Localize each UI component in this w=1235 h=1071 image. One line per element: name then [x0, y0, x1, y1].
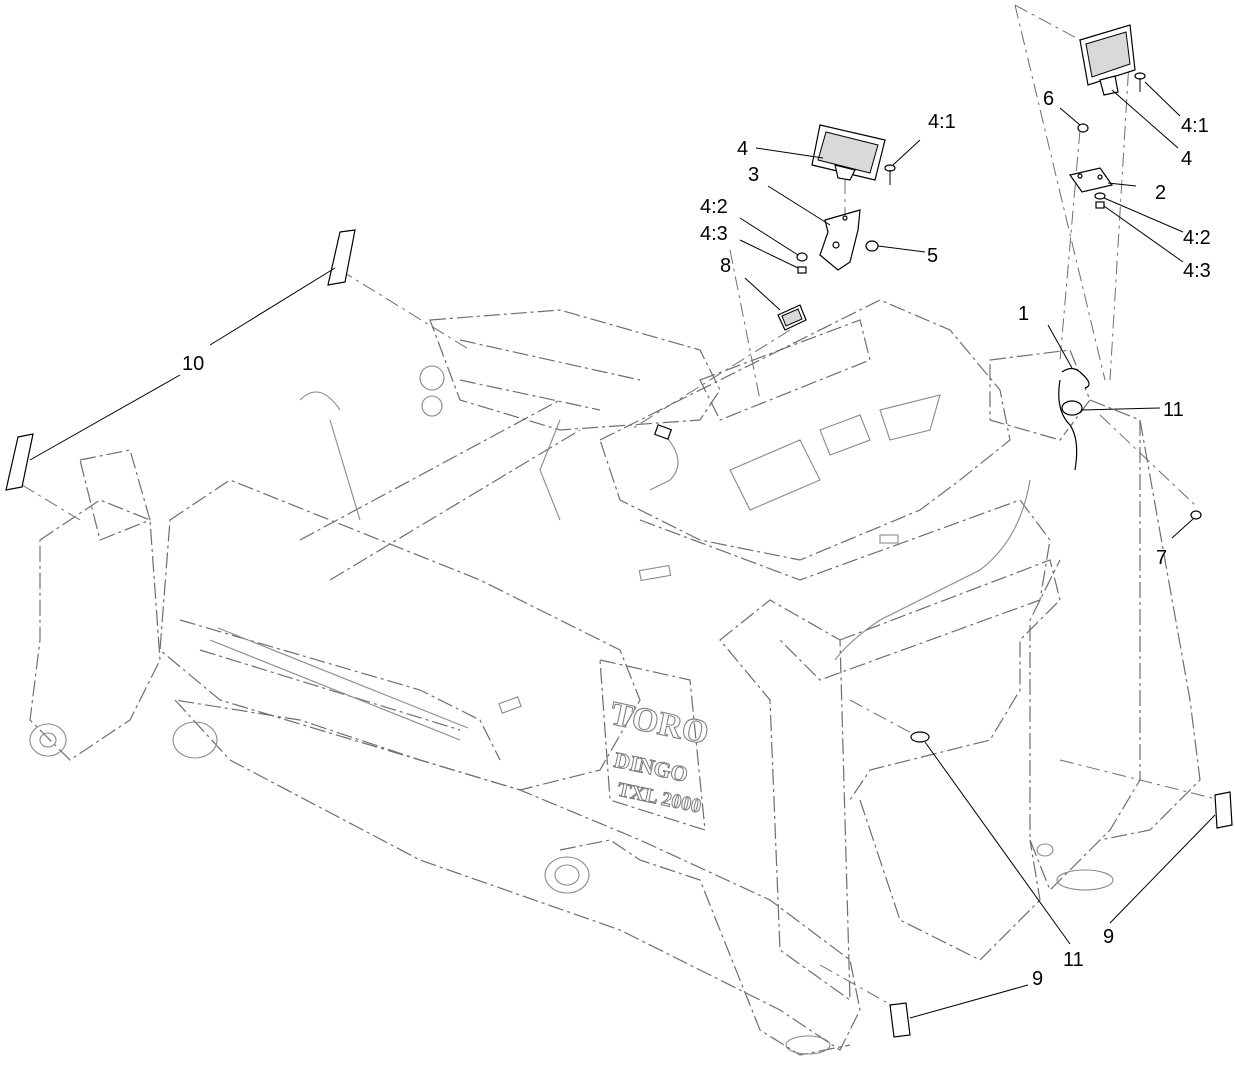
bracket-2 — [1068, 167, 1114, 193]
callout-4-3-right: 4:3 — [1183, 260, 1211, 282]
callout-4-1-left: 4:1 — [928, 111, 956, 133]
decal-10-lower — [5, 433, 34, 491]
callout-6: 6 — [1043, 88, 1054, 110]
callout-4-left: 4 — [737, 138, 748, 160]
decal-10-upper — [327, 229, 356, 286]
switch-8 — [777, 304, 807, 331]
callout-4-2-right: 4:2 — [1183, 227, 1211, 249]
bolt-4-1-left — [884, 164, 896, 185]
callout-4-right: 4 — [1181, 148, 1192, 170]
callout-7: 7 — [1156, 547, 1167, 569]
clip-11-upper — [1061, 400, 1083, 416]
clip-11-lower — [910, 731, 930, 743]
bracket-3 — [819, 209, 861, 271]
callouts: 1 2 3 4 4 4:1 4:1 4:2 4:2 4:3 4:3 5 6 7 … — [182, 88, 1211, 990]
callout-2: 2 — [1155, 182, 1166, 204]
callout-10: 10 — [182, 353, 204, 375]
nut-7 — [1190, 510, 1202, 520]
callout-11-upper: 11 — [1163, 399, 1184, 421]
decal-9-lower — [889, 1002, 911, 1038]
work-light-right — [1079, 24, 1136, 96]
bolt-4-1-right — [1134, 72, 1146, 92]
decal-9-right — [1214, 791, 1233, 829]
harness-1 — [1058, 367, 1090, 471]
grommet-5 — [865, 240, 879, 252]
leader-lines — [29, 81, 1216, 1019]
callout-5: 5 — [927, 245, 938, 267]
callout-9-lower: 9 — [1032, 968, 1043, 990]
model-number-logo: TXL 2000 — [615, 779, 703, 818]
callout-4-1-right: 4:1 — [1181, 115, 1209, 137]
brand-logo: TORO — [607, 695, 712, 752]
callout-9-right: 9 — [1103, 926, 1114, 948]
bolt-6 — [1077, 123, 1089, 133]
nut-4-3-left — [797, 266, 807, 274]
projection-lines — [21, 4, 1221, 1011]
callout-4-3-left: 4:3 — [700, 223, 728, 245]
work-light-left — [811, 124, 886, 181]
callout-3: 3 — [748, 164, 759, 186]
callout-1: 1 — [1018, 303, 1029, 325]
connector-left — [653, 424, 673, 440]
washer-4-2-left — [796, 252, 808, 262]
washer-4-2-right — [1094, 192, 1106, 200]
callout-4-2-left: 4:2 — [700, 196, 728, 218]
nut-4-3-right — [1095, 201, 1105, 209]
callout-11-lower: 11 — [1063, 949, 1084, 971]
machine-frame: TORO DINGO TXL 2000 — [29, 299, 1201, 1056]
callout-8: 8 — [720, 255, 731, 277]
